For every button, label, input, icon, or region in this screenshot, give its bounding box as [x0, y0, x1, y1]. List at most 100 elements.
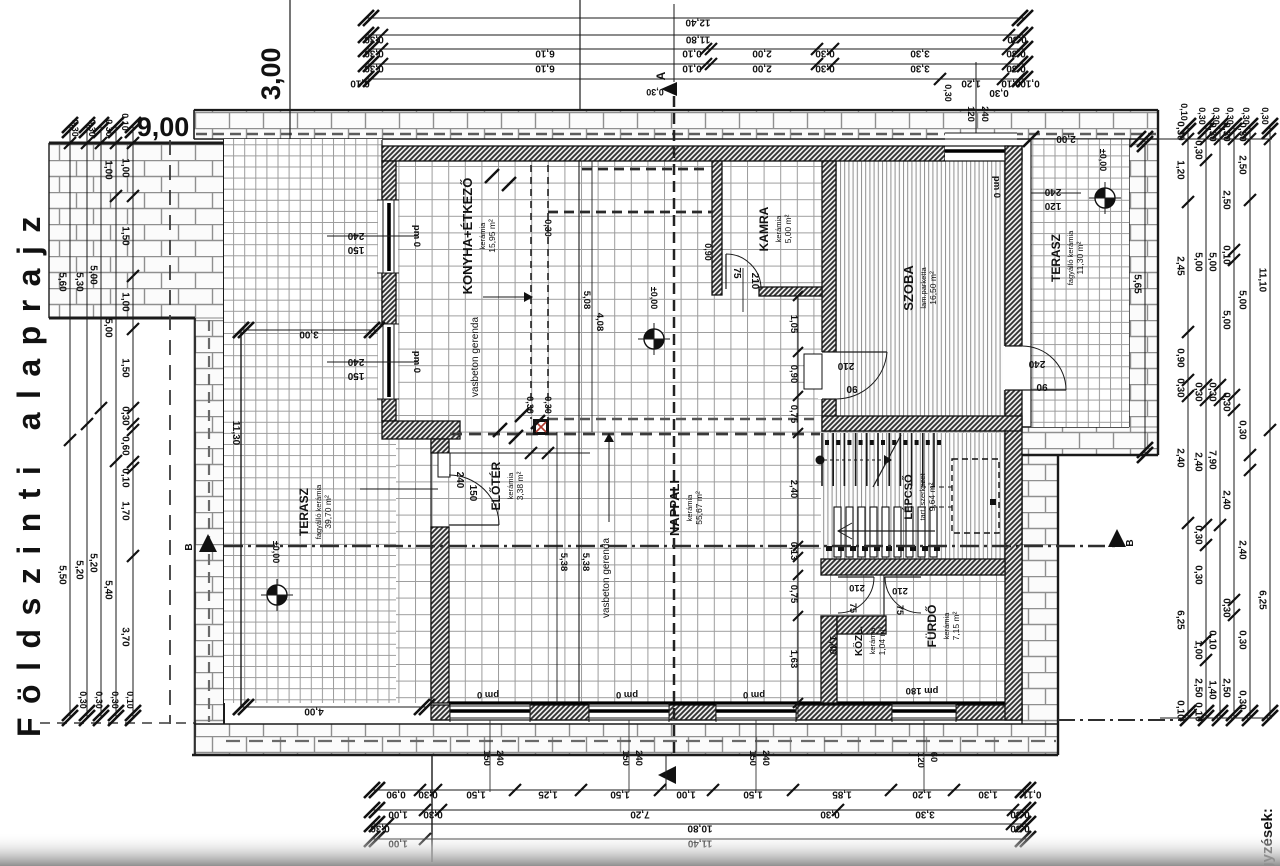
svg-text:0,30: 0,30	[543, 396, 553, 414]
svg-text:210: 210	[892, 585, 908, 596]
svg-text:0,30: 0,30	[525, 396, 535, 414]
svg-text:5,65: 5,65	[1132, 274, 1143, 294]
svg-text:0,30: 0,30	[70, 119, 80, 137]
svg-text:150: 150	[620, 750, 631, 766]
svg-text:0,30: 0,30	[423, 809, 443, 820]
svg-text:7,20: 7,20	[630, 809, 650, 820]
svg-text:vasbeton gerenda: vasbeton gerenda	[470, 317, 481, 398]
svg-text:0,30: 0,30	[1225, 107, 1235, 125]
svg-text:6,25: 6,25	[1257, 590, 1268, 610]
svg-text:120: 120	[915, 752, 926, 768]
svg-text:3,30: 3,30	[915, 809, 935, 820]
svg-text:0,30: 0,30	[1007, 34, 1027, 45]
svg-text:2,40: 2,40	[1193, 452, 1204, 472]
svg-text:fagyálló kerámia: fagyálló kerámia	[1066, 230, 1075, 285]
svg-text:5,00: 5,00	[1237, 290, 1248, 310]
svg-text:0,30: 0,30	[1193, 140, 1204, 160]
svg-text:150: 150	[481, 750, 492, 766]
svg-text:5,50: 5,50	[57, 565, 68, 585]
svg-text:TERASZ: TERASZ	[1049, 234, 1063, 282]
svg-text:0,30: 0,30	[815, 63, 835, 74]
svg-text:6,10: 6,10	[535, 63, 555, 74]
svg-text:7,90: 7,90	[1207, 450, 1218, 470]
svg-text:0,30: 0,30	[94, 691, 104, 709]
svg-text:B: B	[184, 543, 195, 550]
svg-text:16,50 m²: 16,50 m²	[928, 271, 938, 305]
svg-text:3,00: 3,00	[299, 329, 319, 340]
svg-text:0,30: 0,30	[1237, 630, 1248, 650]
svg-text:5,00: 5,00	[88, 265, 99, 285]
svg-text:210: 210	[837, 360, 854, 371]
svg-text:120: 120	[1044, 200, 1061, 211]
svg-text:210: 210	[849, 582, 865, 593]
svg-text:2,50: 2,50	[1221, 190, 1232, 210]
svg-text:2,40: 2,40	[1237, 540, 1248, 560]
svg-text:0,10: 0,10	[120, 113, 130, 131]
svg-text:0,10: 0,10	[682, 48, 702, 59]
svg-text:tart. szerkezet: tart. szerkezet	[918, 473, 927, 521]
svg-text:0,30: 0,30	[1237, 420, 1248, 440]
svg-text:10,80: 10,80	[687, 823, 712, 834]
svg-text:0,10: 0,10	[1221, 245, 1232, 265]
svg-text:0,90: 0,90	[386, 789, 406, 800]
svg-text:0,10: 0,10	[1179, 103, 1189, 121]
svg-text:1,40: 1,40	[1207, 680, 1218, 700]
svg-text:75: 75	[848, 603, 858, 613]
svg-text:5,00: 5,00	[1207, 252, 1218, 272]
svg-text:1,50: 1,50	[120, 358, 131, 378]
svg-text:2,40: 2,40	[1175, 448, 1186, 468]
svg-text:NAPPALI: NAPPALI	[667, 480, 682, 536]
svg-text:240: 240	[1028, 358, 1045, 369]
svg-text:0,30: 0,30	[104, 119, 114, 137]
svg-text:0,30: 0,30	[820, 809, 840, 820]
svg-text:pm 0: pm 0	[477, 689, 499, 700]
svg-text:1,04 m²: 1,04 m²	[877, 626, 887, 655]
svg-text:±0,00: ±0,00	[649, 287, 659, 309]
svg-text:9,00: 9,00	[137, 112, 190, 142]
svg-text:7,15 m²: 7,15 m²	[951, 611, 961, 640]
svg-text:60: 60	[928, 752, 939, 763]
svg-text:11,30: 11,30	[230, 421, 241, 446]
svg-text:KÖZL.: KÖZL.	[852, 626, 865, 656]
svg-text:±0,00: ±0,00	[271, 541, 281, 563]
svg-text:0,10: 0,10	[1193, 702, 1204, 722]
svg-text:0,10: 0,10	[125, 691, 135, 709]
svg-text:5,30: 5,30	[74, 272, 85, 292]
svg-text:240: 240	[979, 106, 990, 122]
svg-text:SZOBA: SZOBA	[901, 265, 916, 311]
svg-text:2,40: 2,40	[788, 480, 799, 499]
svg-text:pm 0: pm 0	[411, 225, 422, 247]
svg-text:0,30: 0,30	[1221, 598, 1232, 618]
svg-text:pm 0: pm 0	[743, 689, 765, 700]
svg-text:0,30: 0,30	[1010, 823, 1030, 834]
svg-text:5,38: 5,38	[580, 553, 591, 572]
svg-text:150: 150	[747, 750, 758, 766]
svg-text:0,30: 0,30	[87, 119, 97, 137]
svg-text:240: 240	[1044, 186, 1061, 197]
svg-text:1,05: 1,05	[788, 315, 799, 334]
svg-text:9,64 m²: 9,64 m²	[927, 482, 937, 511]
svg-text:11,10: 11,10	[1257, 268, 1268, 293]
svg-text:15,95 m²: 15,95 m²	[487, 219, 497, 253]
svg-text:1,50: 1,50	[466, 789, 486, 800]
svg-text:TERASZ: TERASZ	[297, 488, 311, 536]
svg-text:1,00: 1,00	[120, 292, 131, 312]
svg-text:ELŐTÉR: ELŐTÉR	[488, 461, 503, 510]
svg-text:2,40: 2,40	[1221, 490, 1232, 510]
svg-text:1,85: 1,85	[832, 789, 852, 800]
svg-text:1,63: 1,63	[788, 650, 799, 669]
svg-text:5,60: 5,60	[57, 272, 68, 292]
svg-text:1,40: 1,40	[827, 636, 838, 655]
svg-text:1,30: 1,30	[978, 789, 998, 800]
svg-text:2,50: 2,50	[1193, 678, 1204, 698]
svg-text:11,30 m²: 11,30 m²	[1075, 241, 1085, 274]
svg-text:240: 240	[760, 750, 771, 766]
svg-text:vasbeton gerenda: vasbeton gerenda	[601, 538, 612, 619]
svg-text:1,20: 1,20	[1175, 160, 1186, 180]
svg-text:0,30: 0,30	[1197, 107, 1207, 125]
svg-text:0,30: 0,30	[1207, 382, 1218, 402]
svg-text:0,30: 0,30	[1211, 107, 1221, 125]
svg-text:5,00 m²: 5,00 m²	[783, 214, 793, 243]
svg-text:0,30: 0,30	[1193, 565, 1204, 585]
svg-text:B: B	[1125, 539, 1136, 546]
